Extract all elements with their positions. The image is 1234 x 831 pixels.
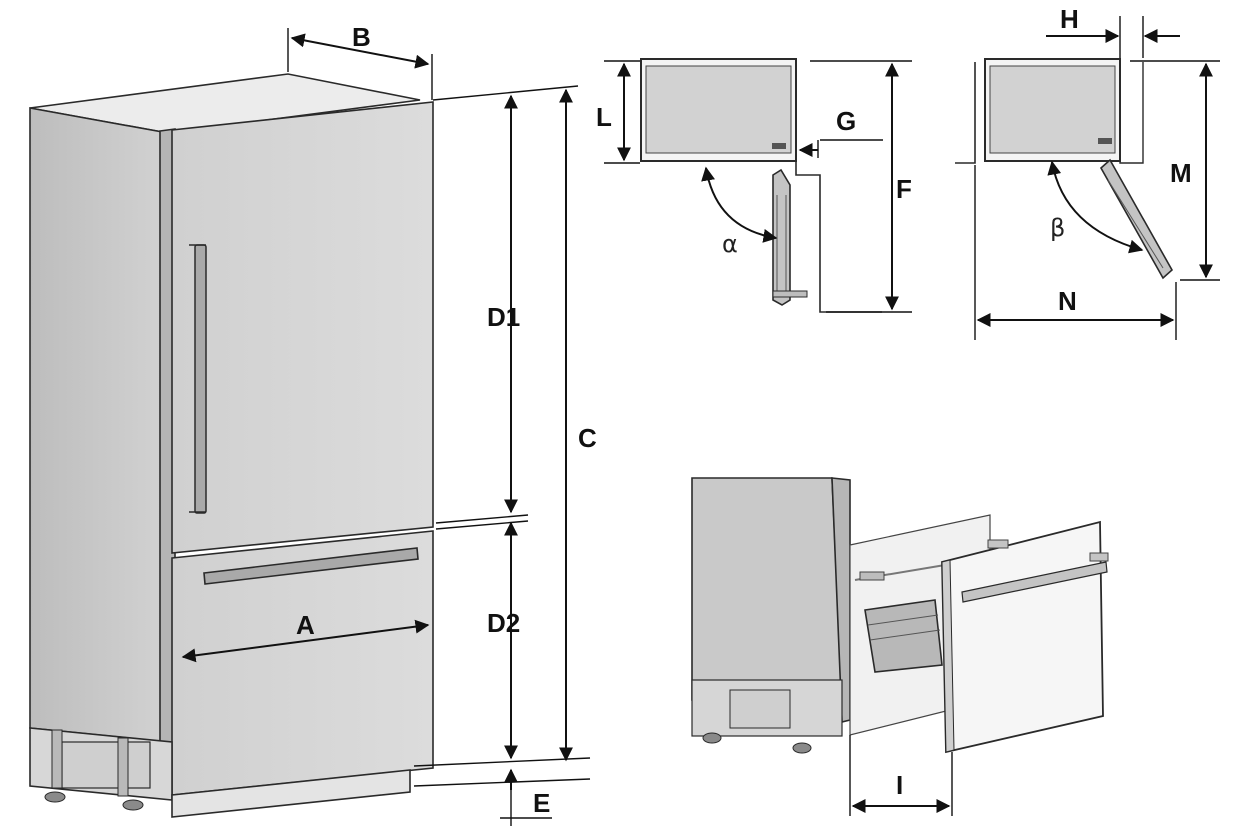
label-n: N: [1058, 286, 1077, 316]
dimension-d1: D1: [487, 94, 520, 514]
drawer-detail-front: [941, 520, 1104, 754]
door-swing-detail-alpha: L F G α: [596, 58, 912, 313]
label-m: M: [1170, 158, 1192, 188]
foot-left: [44, 791, 66, 803]
upper-door: [171, 101, 434, 554]
dimension-c: C: [559, 88, 597, 762]
kick-plate: [171, 769, 411, 818]
label-l: L: [596, 102, 612, 132]
label-c: C: [578, 423, 597, 453]
label-alpha: α: [722, 230, 738, 258]
lower-drawer-front: [171, 530, 434, 796]
label-h: H: [1060, 4, 1079, 34]
door-swing-detail-beta: H M N β: [955, 4, 1220, 340]
label-f: F: [896, 174, 912, 204]
main-refrigerator: [29, 73, 434, 818]
dimension-b: B: [287, 22, 433, 100]
label-d2: D2: [487, 608, 520, 638]
reference-lines: [413, 85, 591, 787]
label-i: I: [896, 770, 903, 800]
label-beta: β: [1050, 214, 1065, 242]
drawer-handle: [203, 547, 419, 585]
drawer-detail-cabinet: [691, 477, 843, 701]
upper-door-handle: [194, 244, 207, 514]
dimension-d2: D2: [487, 521, 520, 760]
dimension-e: E: [500, 768, 552, 826]
label-g: G: [836, 106, 856, 136]
dimension-a: A: [181, 610, 430, 663]
cabinet-side-panel: [29, 107, 169, 743]
base-bracket: [61, 741, 151, 789]
drawer-detail-handle: [961, 561, 1108, 603]
drawer-open-detail: I: [691, 477, 1109, 816]
label-b: B: [352, 22, 371, 52]
foot-right: [122, 799, 144, 811]
open-door-beta: [1099, 158, 1174, 280]
drawer-basket: [864, 599, 943, 673]
label-d1: D1: [487, 302, 520, 332]
label-a: A: [296, 610, 315, 640]
label-e: E: [533, 788, 550, 818]
